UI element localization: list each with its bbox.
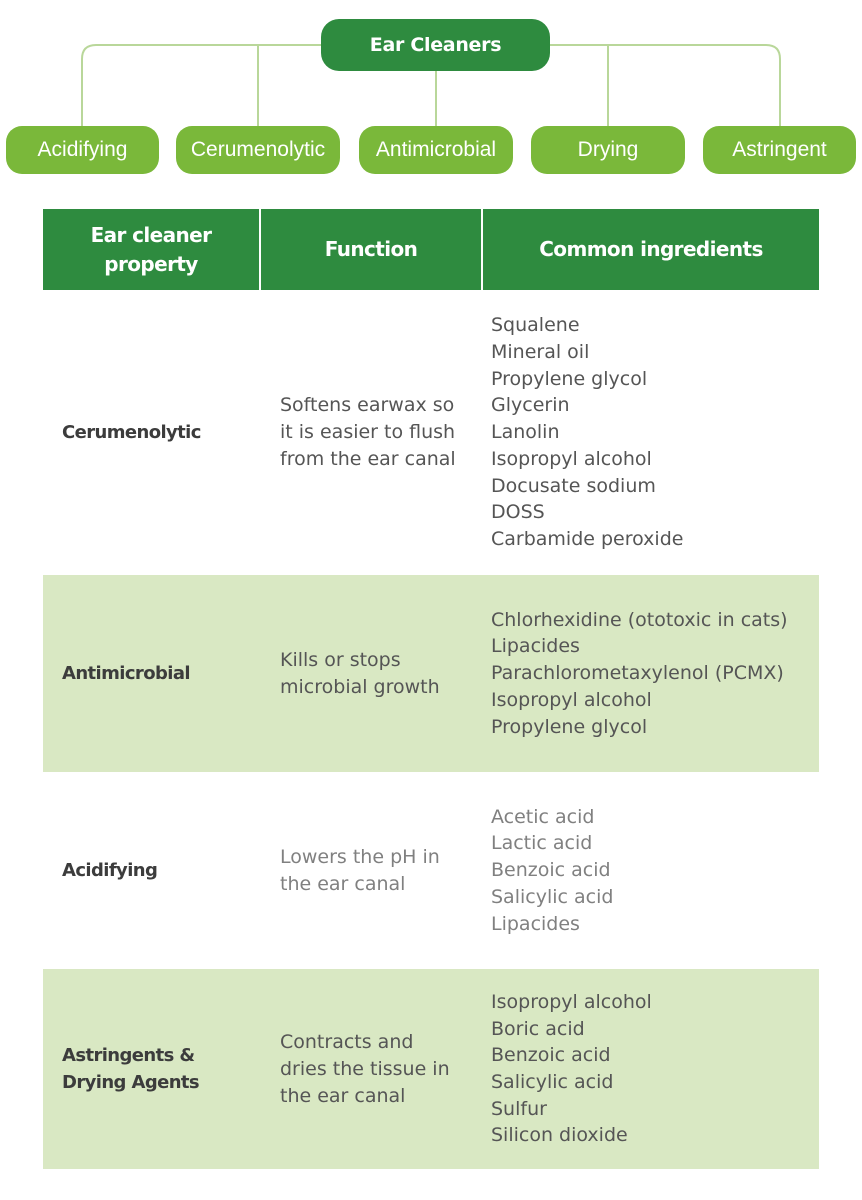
row-property: Cerumenolytic (62, 422, 201, 443)
ingredient-item: Isopropyl alcohol (491, 447, 652, 470)
ingredient-item: Benzoic acid (491, 1044, 611, 1067)
leaf-node-antimicrobial: Antimicrobial (359, 126, 513, 174)
ingredient-item: Lactic acid (491, 832, 593, 855)
ingredient-list: Isopropyl alcohol Boric acid Benzoic aci… (491, 989, 652, 1149)
row-function: Contracts and dries the tissue in the ea… (259, 969, 481, 1169)
leaf-node-astringent: Astringent (703, 126, 856, 174)
row-property-text: Astringents & Drying Agents (62, 1045, 200, 1093)
ingredient-item: Salicylic acid (491, 1071, 614, 1093)
ingredient-list: Chlorhexidine (ototoxic in cats) Lipacid… (491, 607, 788, 741)
ingredient-item: Isopropyl alcohol (491, 990, 652, 1013)
ingredient-item: Docusate sodium (491, 474, 656, 497)
connector-acidifying (81, 44, 321, 127)
ingredient-item: Lipacides (491, 635, 580, 658)
ingredient-item: Silicon dioxide (491, 1124, 628, 1147)
ingredient-item: Propylene glycol (491, 367, 648, 390)
table-row: Acidifying Lowers the pH in the ear cana… (43, 772, 819, 969)
header-ingredients: Common ingredients (481, 209, 819, 290)
ingredient-item: Chlorhexidine (ototoxic in cats) (491, 608, 788, 631)
row-ingredients: Acetic acid Lactic acid Benzoic acid Sal… (481, 772, 819, 969)
header-function: Function (259, 209, 481, 290)
row-function-text: Contracts and dries the tissue in the ea… (280, 1030, 450, 1107)
row-ingredients: Squalene Mineral oil Propylene glycol Gl… (481, 290, 819, 575)
table-row: Antimicrobial Kills or stops microbial g… (43, 575, 819, 772)
row-function: Softens earwax so it is easier to flush … (259, 290, 481, 575)
root-node-ear-cleaners: Ear Cleaners (321, 19, 550, 71)
header-property-label: Ear cleaner property (90, 222, 212, 276)
table-header: Ear cleaner property Function Common ing… (43, 209, 819, 290)
leaf-node-drying: Drying (531, 126, 685, 174)
ingredient-item: Acetic acid (491, 805, 595, 828)
ingredient-item: Mineral oil (491, 341, 590, 364)
header-property: Ear cleaner property (43, 209, 259, 290)
connector-astringent (550, 44, 781, 127)
ingredient-item: Squalene (491, 314, 580, 337)
ingredient-item: Lanolin (491, 421, 560, 444)
row-ingredients: Isopropyl alcohol Boric acid Benzoic aci… (481, 969, 819, 1169)
row-function-text: Kills or stops microbial growth (280, 648, 440, 698)
row-ingredients: Chlorhexidine (ototoxic in cats) Lipacid… (481, 575, 819, 772)
row-function: Lowers the pH in the ear canal (259, 772, 481, 969)
ingredient-item: Glycerin (491, 394, 570, 417)
ingredient-item: Boric acid (491, 1017, 585, 1040)
row-function: Kills or stops microbial growth (259, 575, 481, 772)
ingredient-item: Sulfur (491, 1097, 547, 1120)
row-function-text: Lowers the pH in the ear canal (280, 845, 440, 895)
table-row: Astringents & Drying Agents Contracts an… (43, 969, 819, 1169)
ingredient-list: Squalene Mineral oil Propylene glycol Gl… (491, 312, 683, 552)
ingredient-list: Acetic acid Lactic acid Benzoic acid Sal… (491, 804, 613, 938)
ear-cleaner-table: Ear cleaner property Function Common ing… (43, 209, 819, 1169)
row-property: Astringents & Drying Agents (43, 969, 259, 1169)
row-property: Antimicrobial (62, 663, 191, 684)
ear-cleaners-diagram: Ear Cleaners Acidifying Cerumenolytic An… (0, 0, 862, 190)
connector-lines (81, 44, 781, 127)
ingredient-item: DOSS (491, 501, 545, 524)
leaf-node-cerumenolytic: Cerumenolytic (176, 126, 340, 174)
ingredient-item: Parachlorometaxylenol (PCMX) (491, 662, 784, 685)
ingredient-item: Lipacides (491, 912, 580, 935)
ingredient-item: Carbamide peroxide (491, 527, 684, 550)
row-property: Acidifying (62, 860, 158, 881)
ingredient-item: Salicylic acid (491, 885, 614, 908)
table-row: Cerumenolytic Softens earwax so it is ea… (43, 290, 819, 575)
row-function-text: Softens earwax so it is easier to flush … (280, 394, 456, 470)
ingredient-item: Propylene glycol (491, 715, 648, 738)
ingredient-item: Benzoic acid (491, 859, 611, 882)
ingredient-item: Isopropyl alcohol (491, 688, 652, 711)
leaf-node-acidifying: Acidifying (6, 126, 159, 174)
